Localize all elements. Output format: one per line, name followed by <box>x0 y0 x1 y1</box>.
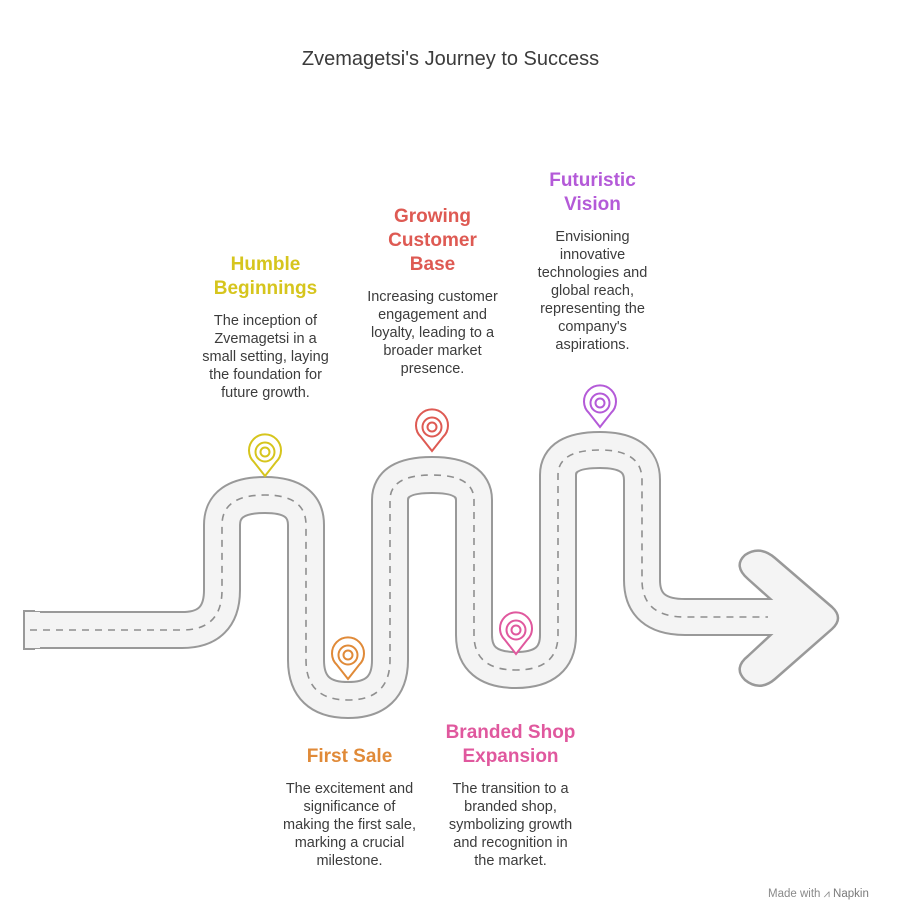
milestone-title: Humble Beginnings <box>213 254 318 299</box>
road-surface <box>25 433 770 717</box>
milestone-description: Envisioning innovative technologies and … <box>537 229 648 353</box>
pin-futuristic-vision-icon <box>583 384 617 429</box>
pin-humble-beginnings-icon <box>248 433 282 478</box>
milestone-title: First Sale <box>306 746 393 767</box>
milestone-futuristic-vision: Futuristic Vision Envisioning innovative… <box>505 169 680 354</box>
milestone-title: Branded Shop Expansion <box>445 722 576 767</box>
milestone-branded-shop-expansion: Branded Shop Expansion The transition to… <box>423 721 598 870</box>
milestone-description: The transition to a branded shop, symbol… <box>448 781 573 869</box>
milestone-description: The excitement and significance of makin… <box>283 781 416 869</box>
milestone-first-sale: First Sale The excitement and significan… <box>262 745 437 870</box>
road-center-line <box>30 449 768 701</box>
pin-growing-customer-base-icon <box>415 408 449 453</box>
napkin-logo-icon: ⩘ <box>823 888 830 900</box>
napkin-brand-label: Napkin <box>833 888 869 900</box>
milestone-title: Futuristic Vision <box>549 170 636 215</box>
milestone-humble-beginnings: Humble Beginnings The inception of Zvema… <box>178 253 353 402</box>
road-arrow-head <box>738 549 840 687</box>
made-with-label: Made with <box>768 888 821 900</box>
pin-first-sale-icon <box>331 636 365 681</box>
milestone-description: Increasing customer engagement and loyal… <box>367 289 498 377</box>
diagram-title: Zvemagetsi's Journey to Success <box>301 48 600 70</box>
made-with-napkin-footer[interactable]: Made with ⩘ Napkin <box>768 888 869 901</box>
milestone-growing-customer-base: Growing Customer Base Increasing custome… <box>345 205 520 378</box>
pin-branded-shop-icon <box>499 611 533 656</box>
milestone-title: Growing Customer Base <box>388 206 477 275</box>
milestone-description: The inception of Zvemagetsi in a small s… <box>202 313 329 401</box>
